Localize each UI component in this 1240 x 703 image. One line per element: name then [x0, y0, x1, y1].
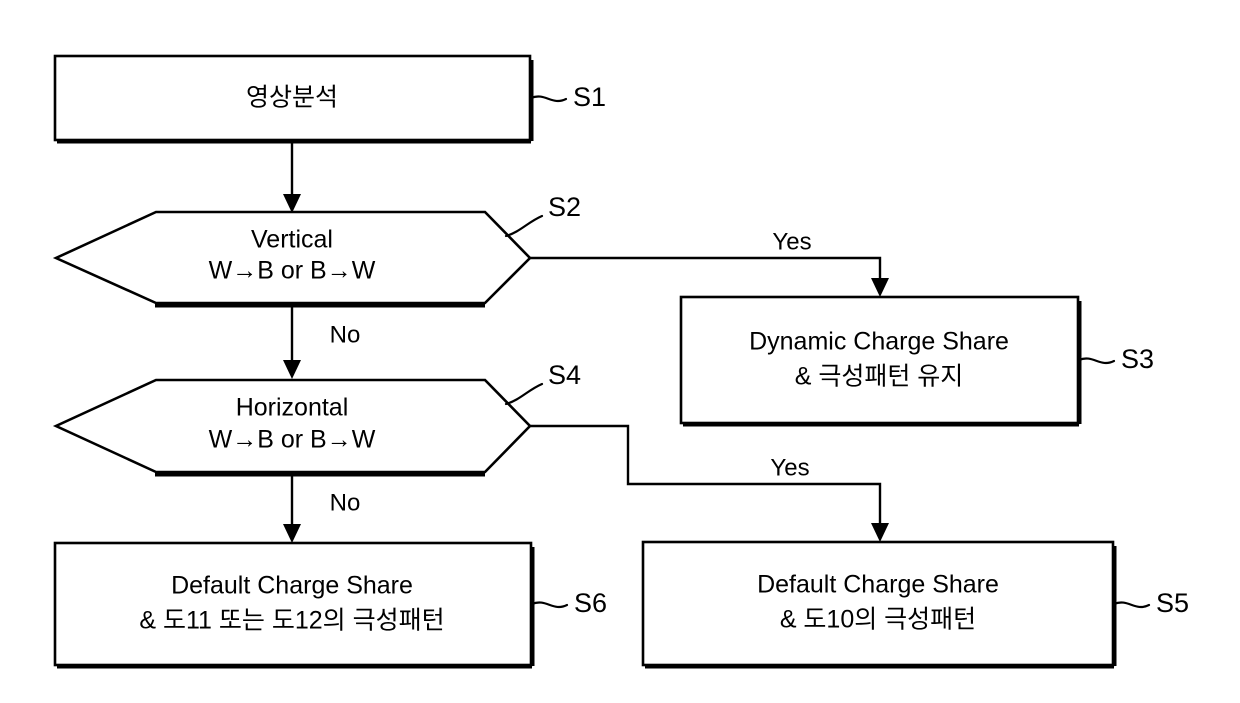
node-s1-label-line1: 영상분석 — [246, 84, 338, 112]
edge-s2-to-s4-label: No — [330, 321, 361, 348]
node-s3[interactable]: Dynamic Charge Share & 극성패턴 유지 — [679, 295, 1082, 427]
step-marker-s4-text: S4 — [548, 360, 581, 390]
edge-s1-to-s2 — [283, 141, 301, 213]
step-marker-s2-text: S2 — [548, 192, 581, 222]
edge-s2-to-s3-arrowhead — [871, 278, 889, 297]
edge-s2-to-s4: No — [283, 305, 360, 379]
node-s6[interactable]: Default Charge Share & 도11 또는 도12의 극성패턴 — [53, 541, 535, 669]
node-s4-label-line1: Horizontal — [236, 394, 349, 422]
step-marker-s3-leader — [1077, 357, 1116, 365]
edge-s4-to-s5: Yes — [530, 424, 889, 542]
node-s2[interactable]: Vertical W→B or B→W — [52, 210, 532, 308]
step-marker-s3-text: S3 — [1121, 344, 1154, 374]
node-s2-label-line2: W→B or B→W — [209, 257, 376, 285]
node-s6-label-line2: & 도11 또는 도12의 극성패턴 — [139, 607, 444, 635]
step-marker-s5: S5 — [1112, 588, 1189, 618]
step-marker-s5-text: S5 — [1156, 588, 1189, 618]
step-marker-s6-leader — [530, 601, 569, 609]
edge-s2-to-s3-label: Yes — [772, 228, 811, 255]
node-s5-label-line2: & 도10의 극성패턴 — [780, 606, 976, 634]
node-s2-shape — [52, 210, 532, 305]
node-s3-label-line2: & 극성패턴 유지 — [795, 363, 964, 391]
edge-s4-to-s5-path — [530, 424, 882, 529]
node-s4-label-line2: W→B or B→W — [209, 426, 376, 454]
edge-s4-to-s6-label: No — [330, 489, 361, 516]
node-s5-rect — [641, 540, 1115, 667]
node-s3-rect — [679, 295, 1080, 425]
step-marker-s3: S3 — [1077, 344, 1154, 374]
node-s4[interactable]: Horizontal W→B or B→W — [52, 378, 532, 477]
node-s3-label-line1: Dynamic Charge Share — [749, 328, 1009, 356]
step-marker-s1-leader — [529, 95, 568, 103]
node-s4-shape — [52, 378, 532, 474]
node-s1[interactable]: 영상분석 — [53, 54, 534, 144]
edge-s4-to-s6-arrowhead — [283, 524, 301, 543]
node-s5[interactable]: Default Charge Share & 도10의 극성패턴 — [641, 540, 1117, 669]
step-marker-s5-leader — [1112, 601, 1151, 609]
edge-s1-to-s2-arrowhead — [283, 194, 301, 213]
step-marker-s2-leader — [504, 214, 544, 238]
step-marker-s4: S4 — [504, 360, 581, 406]
step-marker-s1: S1 — [529, 82, 606, 112]
edge-s2-to-s4-arrowhead — [283, 360, 301, 379]
edge-s2-to-s3-path — [530, 256, 882, 284]
edge-s4-to-s5-label: Yes — [770, 454, 809, 481]
node-s6-label-line1: Default Charge Share — [171, 572, 413, 600]
step-marker-s6-text: S6 — [574, 588, 607, 618]
edge-s4-to-s6: No — [283, 474, 360, 543]
edge-s4-to-s5-arrowhead — [871, 523, 889, 542]
node-s6-rect — [53, 541, 533, 667]
edge-s2-to-s3: Yes — [530, 228, 889, 297]
node-s1-rect — [53, 54, 532, 142]
step-marker-s1-text: S1 — [573, 82, 606, 112]
step-marker-s2: S2 — [504, 192, 581, 238]
step-marker-s4-leader — [504, 382, 544, 406]
step-marker-s6: S6 — [530, 588, 607, 618]
node-s5-label-line1: Default Charge Share — [757, 571, 999, 599]
node-s2-label-line1: Vertical — [251, 226, 333, 254]
